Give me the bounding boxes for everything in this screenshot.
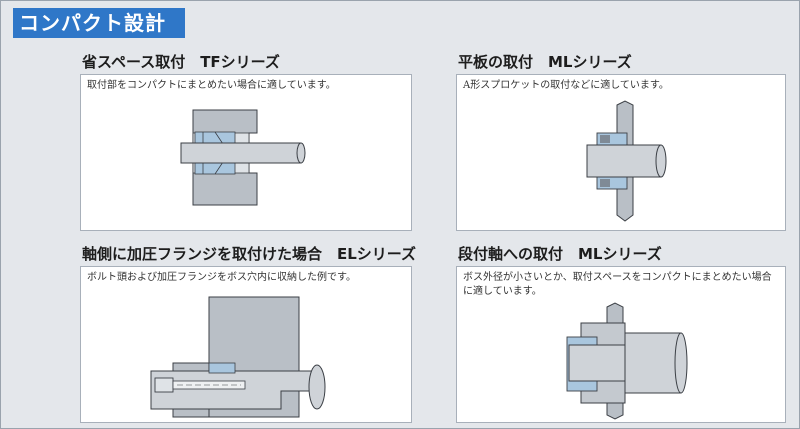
tf-locking-element-bottom: [194, 161, 236, 175]
panel-ml-plate: A形スプロケットの取付などに適しています。: [456, 74, 786, 231]
tf-shaft: [180, 142, 302, 164]
tf-illustration: [180, 109, 306, 206]
panel-title-tf: 省スペース取付 TFシリーズ: [82, 53, 280, 71]
ml-stepped-shaft-small: [568, 344, 626, 382]
ml-stepped-shaft-large: [624, 332, 682, 394]
panel-title-el: 軸側に加圧フランジを取付けた場合 ELシリーズ: [82, 245, 417, 263]
panel-description-ml-plate: A形スプロケットの取付などに適しています。: [463, 80, 669, 91]
panel-description-ml-stepped: ボス外径が小さいとか、取付スペースをコンパクトにまとめたい場合に適しています。: [463, 272, 772, 297]
panel-title-ml-plate: 平板の取付 MLシリーズ: [458, 53, 632, 71]
panel-el: ボルト頭および加圧フランジをボス穴内に収納した例です。: [80, 266, 412, 423]
panel-description-tf: 取付部をコンパクトにまとめたい場合に適しています。: [87, 80, 336, 91]
tf-locking-element-top: [194, 131, 236, 145]
panel-ml-stepped: ボス外径が小さいとか、取付スペースをコンパクトにまとめたい場合に適しています。: [456, 266, 786, 423]
panel-description-el: ボルト頭および加圧フランジをボス穴内に収納した例です。: [87, 272, 356, 283]
ml-plate-shaft: [586, 144, 662, 178]
section-title-banner: コンパクト設計: [13, 8, 185, 38]
el-bolt-head: [154, 377, 174, 393]
panel-tf: 取付部をコンパクトにまとめたい場合に適しています。: [80, 74, 412, 231]
ml-stepped-illustration: [566, 302, 688, 420]
ml-plate-illustration: [586, 100, 667, 222]
panel-title-ml-stepped: 段付軸への取付 MLシリーズ: [458, 245, 662, 263]
el-locking-ring: [208, 362, 236, 374]
el-illustration: [150, 296, 326, 418]
